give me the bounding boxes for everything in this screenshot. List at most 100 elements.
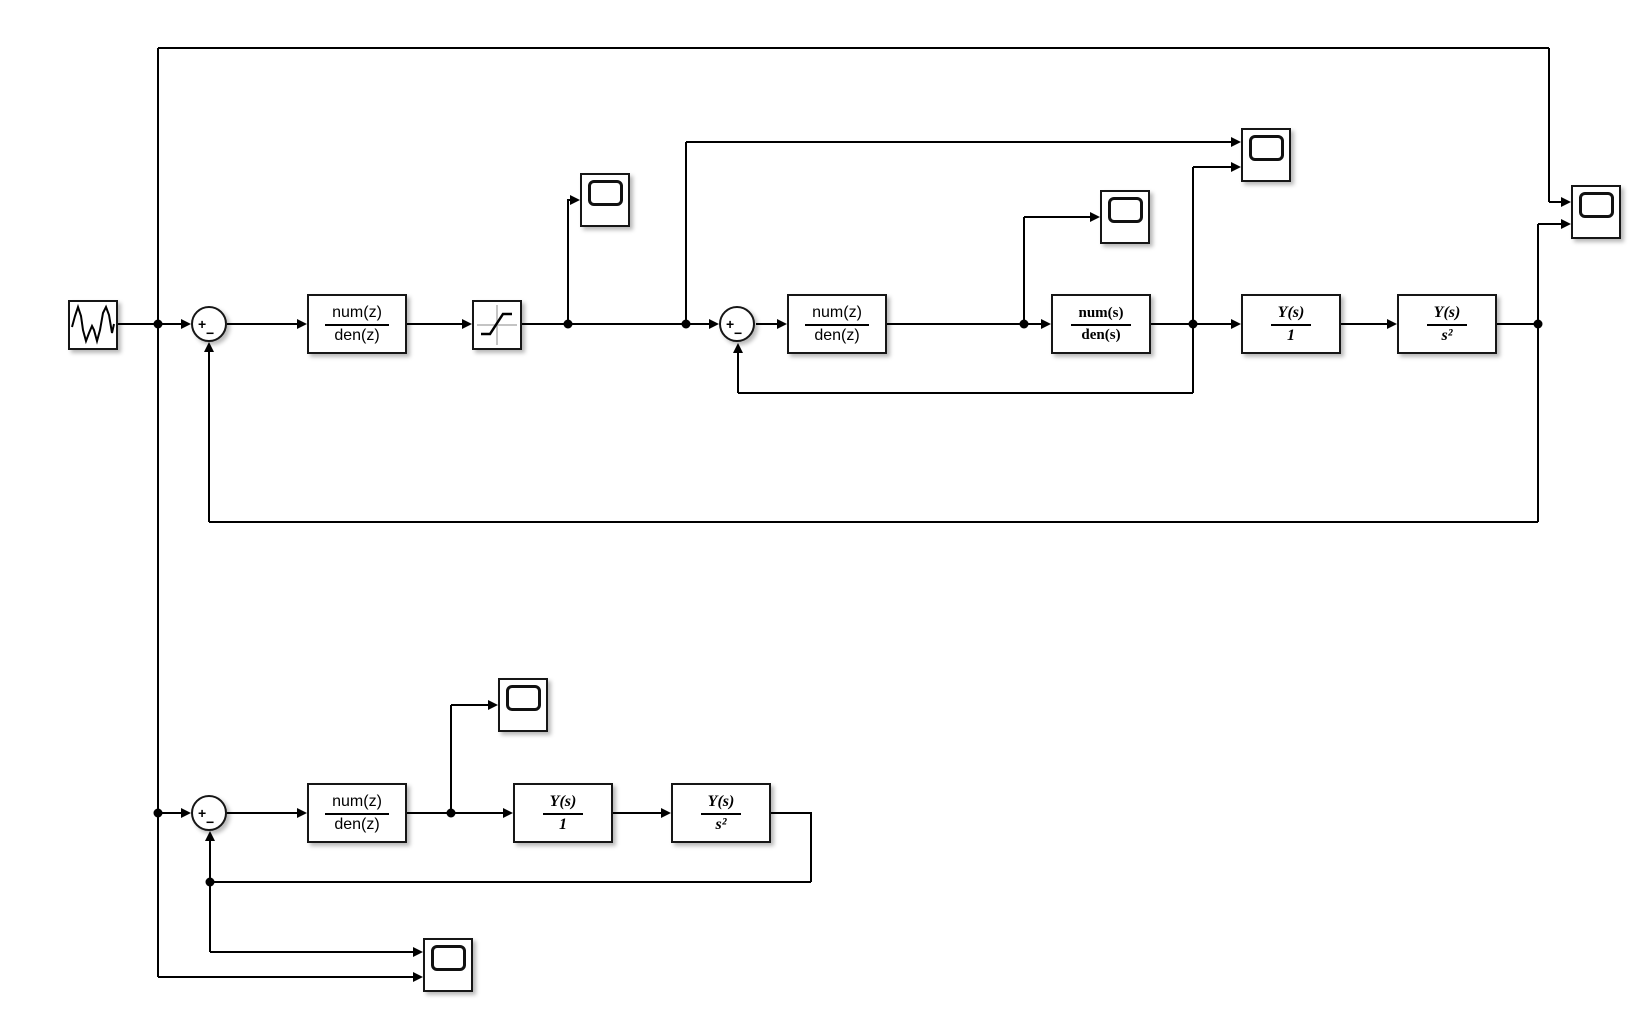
sum-junction-2[interactable]: + − bbox=[719, 306, 755, 342]
block-label: num(s) den(s) bbox=[1071, 305, 1131, 344]
wire-source-to-sum3[interactable] bbox=[158, 812, 181, 814]
saturation-curve-icon bbox=[477, 305, 517, 345]
block-label: Y(s) 1 bbox=[542, 793, 584, 834]
arrowhead bbox=[297, 808, 307, 818]
wire-sum3-to-tf3[interactable] bbox=[226, 812, 297, 814]
scope-lower-tf-output[interactable] bbox=[498, 678, 548, 732]
block-label: num(z) den(z) bbox=[325, 793, 389, 834]
arrowhead bbox=[777, 319, 787, 329]
wire-branch-scope3-vertical[interactable] bbox=[1023, 217, 1025, 324]
wire-feedback-sum1[interactable] bbox=[209, 521, 1538, 523]
plus-sign: + bbox=[726, 316, 735, 332]
wire-ys1b-to-ys2b[interactable] bbox=[613, 812, 661, 814]
scope-lower-dual[interactable] bbox=[423, 938, 473, 992]
ys-over-s2-block-1[interactable]: Y(s) s² bbox=[1397, 294, 1497, 354]
ys-over-1-block-1[interactable]: Y(s) 1 bbox=[1241, 294, 1341, 354]
arrowhead bbox=[297, 319, 307, 329]
arrowhead bbox=[1231, 162, 1241, 172]
arrowhead bbox=[733, 343, 743, 353]
arrowhead bbox=[204, 342, 214, 352]
random-waveform-icon bbox=[71, 303, 115, 345]
arrowhead bbox=[413, 947, 423, 957]
junction-dot bbox=[153, 319, 163, 329]
scope-screen-icon bbox=[505, 685, 541, 711]
junction-dot bbox=[1533, 319, 1543, 329]
scope-dual-inner-loop[interactable] bbox=[1241, 128, 1291, 182]
wire-ys1-to-ys2[interactable] bbox=[1341, 323, 1387, 325]
junction-dot bbox=[1188, 319, 1198, 329]
ys-over-s2-block-2[interactable]: Y(s) s² bbox=[671, 783, 771, 843]
arrowhead bbox=[413, 972, 423, 982]
continuous-transfer-fcn[interactable]: num(s) den(s) bbox=[1051, 294, 1151, 354]
scope-tf2-output[interactable] bbox=[1100, 190, 1150, 244]
wire-output-branch-vertical[interactable] bbox=[1537, 224, 1539, 522]
sum-junction-1[interactable]: + − bbox=[191, 306, 227, 342]
arrowhead bbox=[1231, 137, 1241, 147]
arrowhead bbox=[503, 808, 513, 818]
arrowhead bbox=[1041, 319, 1051, 329]
discrete-transfer-fcn-2[interactable]: num(z) den(z) bbox=[787, 294, 887, 354]
scope-output-vs-source[interactable] bbox=[1571, 185, 1621, 239]
scope-screen-icon bbox=[1107, 197, 1143, 223]
signal-generator-block[interactable] bbox=[68, 300, 118, 350]
sum-junction-3[interactable]: + − bbox=[191, 795, 227, 831]
ys-over-1-block-2[interactable]: Y(s) 1 bbox=[513, 783, 613, 843]
scope-screen-icon bbox=[587, 180, 623, 206]
wire-sum2-to-tf2[interactable] bbox=[756, 323, 777, 325]
arrowhead bbox=[181, 808, 191, 818]
wire-top-right-vertical[interactable] bbox=[1548, 48, 1550, 202]
wire-branch-scope3[interactable] bbox=[1024, 216, 1090, 218]
arrowhead bbox=[1387, 319, 1397, 329]
wire-branch-scope5-vertical[interactable] bbox=[450, 705, 452, 813]
wire-sum3-bottom-vertical[interactable] bbox=[209, 841, 211, 952]
wire-top-source-to-scope4[interactable] bbox=[158, 47, 1549, 49]
junction-dot bbox=[1019, 319, 1029, 329]
plus-sign: + bbox=[198, 805, 207, 821]
wire-branch-scope5[interactable] bbox=[451, 704, 488, 706]
wire-feedback-sum1-vertical[interactable] bbox=[208, 352, 210, 522]
wire-tfs-branch-vertical[interactable] bbox=[1192, 167, 1194, 393]
wire-feedback-sum2-vertical[interactable] bbox=[737, 353, 739, 393]
wire-scope6-input1[interactable] bbox=[210, 951, 413, 953]
junction-dot bbox=[681, 319, 691, 329]
scope-saturation-output[interactable] bbox=[580, 173, 630, 227]
minus-sign: − bbox=[206, 325, 215, 341]
junction-dot bbox=[205, 877, 215, 887]
junction-dot bbox=[446, 808, 456, 818]
block-label: num(z) den(z) bbox=[805, 304, 869, 345]
wire-ys2b-out[interactable] bbox=[771, 812, 812, 814]
minus-sign: − bbox=[206, 814, 215, 830]
wire-scope4-input2-stub[interactable] bbox=[1538, 223, 1561, 225]
wire-ys2-to-junction[interactable] bbox=[1497, 323, 1539, 325]
saturation-block[interactable] bbox=[472, 300, 522, 350]
wire-scope6-input2[interactable] bbox=[158, 976, 413, 978]
block-label: Y(s) 1 bbox=[1270, 304, 1312, 345]
wire-sum1-to-tf1[interactable] bbox=[227, 323, 297, 325]
wire-scope4-input1-stub[interactable] bbox=[1549, 201, 1561, 203]
wire-branch-scope1-vertical[interactable] bbox=[567, 200, 569, 324]
wire-branch-scope2-vertical[interactable] bbox=[685, 142, 687, 324]
wire-feedback-sum2[interactable] bbox=[738, 392, 1193, 394]
discrete-transfer-fcn-1[interactable]: num(z) den(z) bbox=[307, 294, 407, 354]
arrowhead bbox=[488, 700, 498, 710]
wire-branch-scope2-bottom[interactable] bbox=[1193, 166, 1231, 168]
arrowhead bbox=[1090, 212, 1100, 222]
discrete-transfer-fcn-3[interactable]: num(z) den(z) bbox=[307, 783, 407, 843]
wire-branch-scope2-top[interactable] bbox=[686, 141, 1231, 143]
wire-tf2-to-tfs[interactable] bbox=[887, 323, 1041, 325]
arrowhead bbox=[1561, 197, 1571, 207]
wire-tf1-to-saturation[interactable] bbox=[407, 323, 462, 325]
wire-source-trunk-vertical[interactable] bbox=[157, 48, 159, 977]
scope-screen-icon bbox=[1578, 192, 1614, 218]
block-label: num(z) den(z) bbox=[325, 304, 389, 345]
wire-feedback-sum3[interactable] bbox=[210, 881, 811, 883]
junction-dot bbox=[563, 319, 573, 329]
junction-dot bbox=[153, 808, 163, 818]
scope-screen-icon bbox=[1248, 135, 1284, 161]
wire-feedback-sum3-vertical[interactable] bbox=[810, 813, 812, 882]
minus-sign: − bbox=[734, 325, 743, 341]
wire-saturation-to-sum2[interactable] bbox=[522, 323, 709, 325]
block-label: Y(s) s² bbox=[700, 793, 742, 834]
arrowhead bbox=[181, 319, 191, 329]
wire-source-to-sum1[interactable] bbox=[118, 323, 181, 325]
